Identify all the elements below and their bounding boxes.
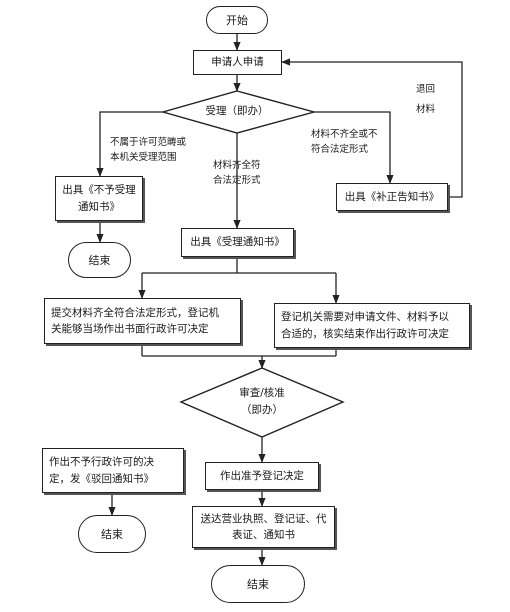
review-decision-label-2: （即办）	[241, 404, 283, 416]
verify-decision-box: 登记机关需要对申请文件、材料予以 合适的，核实结束作出行政许可决定	[274, 303, 470, 348]
out-of-scope-label: 不属于许可范畴或 本机关受理范围	[110, 137, 187, 164]
accept-decision-label: 受理（即办）	[205, 105, 269, 117]
accept-decision-diamond	[160, 90, 317, 134]
review-decision-label-1: 审查/核准	[239, 387, 285, 399]
on-site-decision-box: 提交材料齐全符合法定形式，登记机 关能够当场作出书面行政许可决定	[44, 298, 241, 344]
arrow-to-correction	[314, 111, 394, 184]
materials-incomplete-label: 材料不齐全或不 符合法定形式	[311, 129, 378, 156]
accept-notice-box: 出具《受理通知书》	[181, 228, 294, 257]
return-materials-label: 退回 材料	[416, 84, 436, 115]
reject-decision-box: 作出不予行政许可的决 定，发《驳回通知书》	[42, 448, 184, 493]
start-node: 开始	[206, 6, 268, 34]
end-node-2: 结束	[78, 515, 146, 553]
end-node-1: 结束	[68, 242, 131, 278]
arrow-return-to-apply	[281, 58, 463, 198]
materials-ok-label: 材料齐全符 合法定形式	[213, 160, 261, 187]
deliver-box: 送达营业执照、登记证、代 表证、通知书	[192, 506, 335, 548]
end-node-3: 结束	[211, 565, 305, 603]
arrow-to-not-accept	[96, 111, 163, 177]
correction-notice-box: 出具《补正告知书》	[336, 183, 448, 211]
not-accept-notice-box: 出具《不予受理 通知书》	[55, 176, 143, 221]
approve-decision-box: 作出准予登记决定	[205, 462, 319, 490]
apply-box: 申请人申请	[193, 50, 282, 75]
review-decision-diamond	[179, 367, 345, 438]
